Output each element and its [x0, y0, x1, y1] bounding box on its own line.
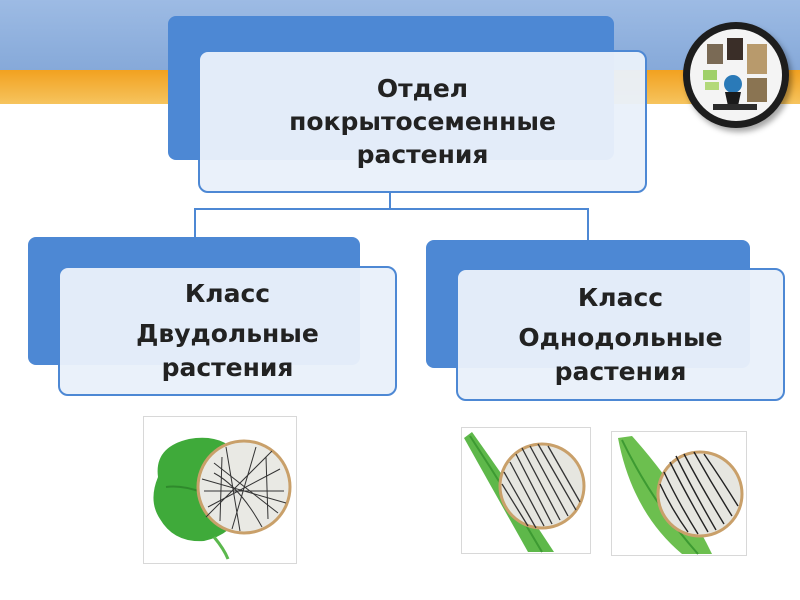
root-line-3: растения [356, 140, 489, 169]
monocot-leaf-veins-icon [618, 436, 744, 555]
left-line-3: растения [161, 353, 294, 382]
root-node: Отдел покрытосеменные растения [198, 50, 647, 193]
right-line-1: Класс [577, 282, 664, 312]
right-line-2: Однодольные [518, 322, 723, 352]
root-line-2: покрытосеменные [289, 107, 556, 136]
dicot-leaf-icon [153, 437, 292, 560]
connector-right-drop [587, 208, 589, 240]
monocot-leaf-icon [464, 432, 586, 553]
right-line-3: растения [554, 356, 687, 386]
connector-stem [389, 193, 391, 209]
emblem-icon [683, 22, 789, 128]
left-line-1: Класс [184, 279, 271, 308]
monocot-leaf-image-1 [462, 428, 590, 553]
left-node: Класс Двудольные растения [58, 266, 397, 396]
left-line-2: Двудольные [136, 319, 319, 348]
right-node: Класс Однодольные растения [456, 268, 785, 401]
connector-left-drop [194, 208, 196, 238]
monocot-leaf-image-2 [612, 432, 746, 555]
connector-horizontal [194, 208, 589, 210]
dicot-leaf-image [144, 417, 296, 563]
root-line-1: Отдел [376, 74, 469, 103]
